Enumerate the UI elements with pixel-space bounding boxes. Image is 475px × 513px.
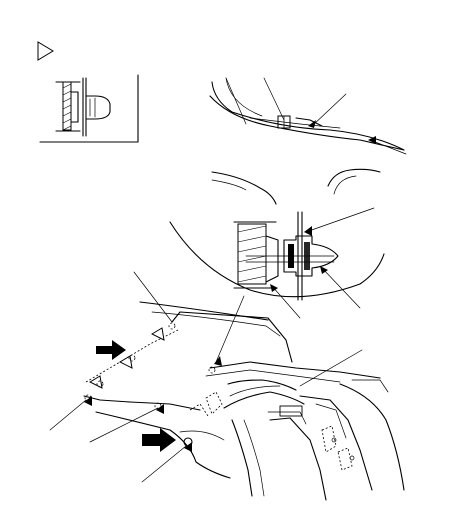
direction-arrow-icon <box>96 340 126 360</box>
magnified-clip-circle <box>169 168 385 319</box>
triangle-pointer-icon <box>37 41 54 61</box>
trim-strip-view <box>209 77 407 155</box>
clip-detail-inset <box>39 74 139 143</box>
rear-side-panel <box>49 271 405 501</box>
direction-arrow-icon-lower <box>142 428 176 452</box>
